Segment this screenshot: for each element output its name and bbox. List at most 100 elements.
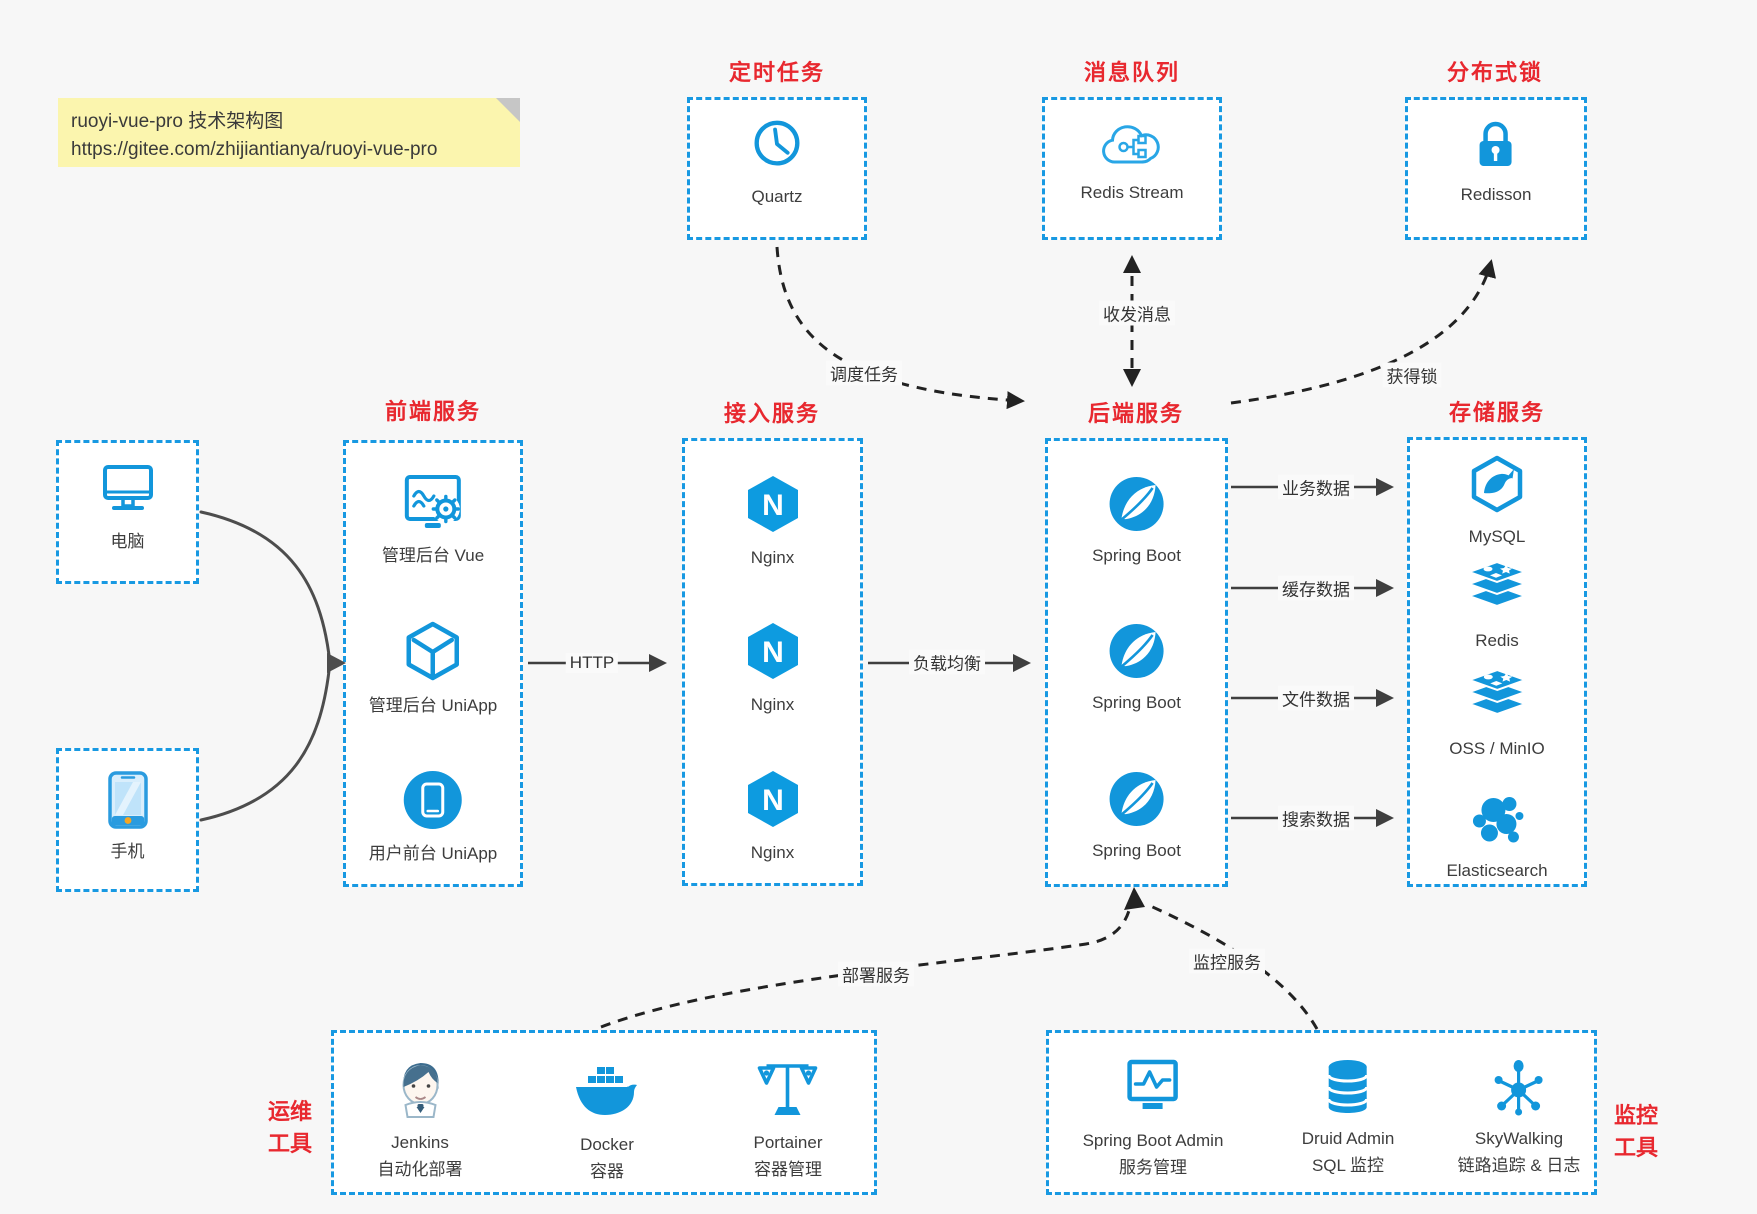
title-access: 接入服务	[723, 401, 821, 426]
spring-boot-label-1: Spring Boot	[1092, 546, 1181, 565]
phone-label: 手机	[110, 842, 145, 861]
cloud-stream-icon	[1099, 118, 1165, 175]
desktop-icon	[96, 461, 160, 524]
edge-label-acquire-lock: 获得锁	[1382, 362, 1442, 388]
title-ops-tools: 运维 工具	[268, 1096, 312, 1160]
title-monitor-tools: 监控 工具	[1614, 1100, 1658, 1164]
quartz-box: Quartz	[687, 97, 867, 240]
portainer-desc: 容器管理	[753, 1159, 822, 1179]
admin-vue-label: 管理后台 Vue	[381, 546, 485, 565]
admin-vue-icon	[400, 473, 466, 538]
title-monitor-line1: 监控	[1614, 1103, 1659, 1128]
spring-boot-label-3: Spring Boot	[1092, 841, 1181, 860]
title-ops-line2: 工具	[268, 1130, 313, 1156]
oss-minio-label: OSS / MinIO	[1449, 739, 1545, 758]
title-storage: 存储服务	[1448, 400, 1546, 425]
note-url: https://gitee.com/zhijiantianya/ruoyi-vu…	[71, 138, 438, 160]
jenkins-name: Jenkins	[391, 1133, 449, 1152]
edge-label-cache-data: 缓存数据	[1278, 575, 1354, 601]
spring-boot-icon	[1108, 475, 1166, 538]
admin-uniapp-label: 管理后台 UniApp	[368, 696, 498, 715]
note-title: ruoyi-vue-pro 技术架构图	[71, 111, 284, 132]
nginx-icon: N	[742, 620, 804, 687]
monitor-tools-box: Spring Boot Admin 服务管理 Druid Admin SQL 监…	[1046, 1030, 1597, 1195]
ops-tools-box: Jenkins 自动化部署 Docker 容器 Portainer 容器管理	[331, 1030, 877, 1195]
druid-admin-name: Druid Admin	[1301, 1129, 1395, 1148]
spring-boot-admin-desc: 服务管理	[1119, 1157, 1187, 1177]
title-scheduled-tasks: 定时任务	[728, 60, 826, 85]
edge-deploy-monitor-arrowhead	[1124, 887, 1145, 910]
spring-boot-label-2: Spring Boot	[1092, 693, 1181, 712]
nginx-label-2: Nginx	[750, 695, 795, 714]
edge-pc-to-frontend	[199, 510, 331, 657]
redisson-box: Redisson	[1405, 97, 1587, 240]
edge-label-schedule: 调度任务	[826, 360, 902, 386]
svg-text:N: N	[762, 784, 784, 817]
sticky-note-fold	[496, 98, 520, 122]
edge-label-http: HTTP	[565, 653, 619, 673]
spring-boot-admin-name: Spring Boot Admin	[1082, 1131, 1224, 1150]
spring-boot-icon	[1108, 770, 1166, 833]
nginx-icon: N	[742, 473, 804, 540]
title-distributed-lock: 分布式锁	[1446, 60, 1544, 85]
access-box: N Nginx N Nginx N Nginx	[682, 438, 863, 886]
svg-text:N: N	[762, 636, 784, 669]
edge-label-load-balance: 负载均衡	[909, 649, 985, 675]
title-ops-line1: 运维	[268, 1099, 313, 1124]
skywalking-name: SkyWalking	[1474, 1129, 1564, 1148]
phone-box: 手机	[56, 748, 199, 892]
redisson-label: Redisson	[1460, 185, 1532, 204]
mobile-icon	[107, 771, 149, 834]
frontend-box: 管理后台 Vue 管理后台 UniApp 用户前台 UniApp	[343, 440, 523, 887]
docker-desc: 容器	[590, 1161, 624, 1181]
jenkins-desc: 自动化部署	[377, 1159, 463, 1179]
clock-icon	[748, 116, 806, 179]
edge-label-business-data: 业务数据	[1278, 474, 1354, 500]
elasticsearch-label: Elasticsearch	[1446, 861, 1548, 880]
edge-phone-to-frontend	[199, 669, 331, 822]
title-message-queue: 消息队列	[1083, 60, 1181, 85]
mysql-icon	[1467, 454, 1527, 519]
jenkins-icon	[389, 1057, 451, 1128]
skywalking-icon	[1488, 1057, 1550, 1124]
nginx-icon: N	[742, 768, 804, 835]
title-monitor-line2: 工具	[1614, 1134, 1659, 1160]
druid-admin-icon	[1319, 1057, 1377, 1124]
edge-label-search-data: 搜索数据	[1278, 805, 1354, 831]
spring-boot-admin-icon	[1121, 1057, 1185, 1126]
mysql-label: MySQL	[1468, 527, 1526, 546]
redis-stream-label: Redis Stream	[1080, 183, 1184, 202]
spring-boot-icon	[1108, 622, 1166, 685]
title-frontend: 前端服务	[384, 399, 482, 424]
docker-name: Docker	[580, 1135, 634, 1154]
redis-icon	[1466, 560, 1528, 623]
uniapp-cube-icon	[401, 619, 465, 688]
redis-label: Redis	[1475, 631, 1519, 650]
sticky-note: ruoyi-vue-pro 技术架构图 https://gitee.com/zh…	[58, 98, 520, 167]
docker-icon	[572, 1057, 642, 1130]
user-uniapp-label: 用户前台 UniApp	[368, 844, 498, 863]
user-app-icon	[402, 769, 464, 836]
backend-box: Spring Boot Spring Boot Spring Boot	[1045, 438, 1228, 887]
edge-label-file-data: 文件数据	[1278, 685, 1354, 711]
svg-text:N: N	[762, 489, 784, 522]
quartz-label: Quartz	[751, 187, 803, 206]
oss-minio-icon	[1466, 668, 1528, 731]
edge-label-message: 收发消息	[1099, 300, 1175, 326]
nginx-label-1: Nginx	[750, 548, 795, 567]
title-backend: 后端服务	[1087, 401, 1185, 426]
skywalking-desc: 链路追踪 & 日志	[1457, 1155, 1581, 1175]
lock-icon	[1468, 116, 1524, 177]
edge-label-monitor: 监控服务	[1189, 948, 1265, 974]
portainer-name: Portainer	[753, 1133, 823, 1152]
storage-box: MySQL Redis OSS / MinIO Elasticsearch	[1407, 437, 1587, 887]
redis-stream-box: Redis Stream	[1042, 97, 1222, 240]
portainer-icon	[757, 1057, 819, 1128]
pc-label: 电脑	[110, 532, 145, 551]
elasticsearch-icon	[1467, 792, 1527, 853]
edge-label-deploy: 部署服务	[838, 961, 914, 987]
druid-admin-desc: SQL 监控	[1311, 1155, 1385, 1175]
pc-box: 电脑	[56, 440, 199, 584]
nginx-label-3: Nginx	[750, 843, 795, 862]
